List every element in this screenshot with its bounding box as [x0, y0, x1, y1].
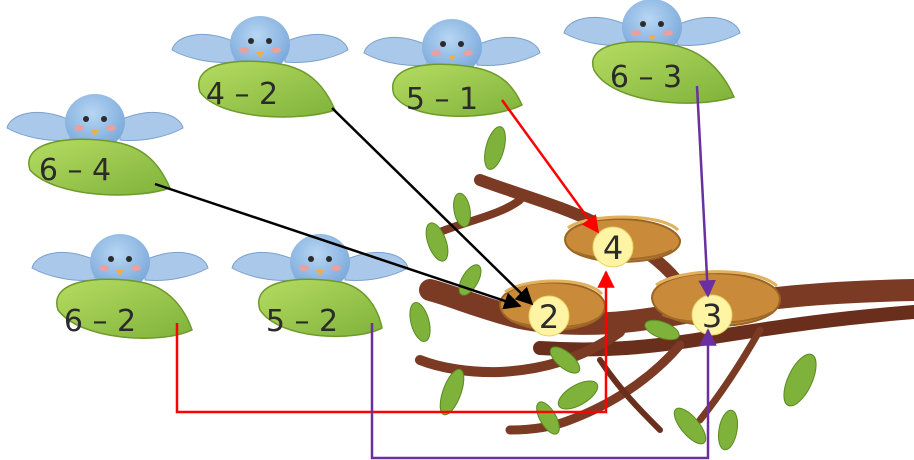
- expr-4-minus-2: 4 – 2: [206, 77, 278, 112]
- leaf-6-minus-3: [591, 40, 736, 104]
- expr-6-minus-2: 6 – 2: [64, 304, 136, 339]
- leaf-4-minus-2: [197, 60, 337, 118]
- bird-5-minus-2: 5 – 2: [231, 234, 409, 339]
- arrow-4-minus-2-to-2: [331, 107, 534, 306]
- nest-label-2: 2: [539, 298, 559, 336]
- leaf-6-minus-4: [28, 138, 172, 196]
- leaf-5-minus-2: [257, 278, 383, 338]
- leaf-5-minus-1: [391, 63, 523, 117]
- bird-6-minus-2: 6 – 2: [31, 234, 209, 339]
- expr-5-minus-1: 5 – 1: [406, 82, 478, 117]
- nest-label-4: 4: [603, 229, 623, 267]
- expr-6-minus-4: 6 – 4: [39, 153, 111, 188]
- bird-4-minus-2: 4 – 2: [171, 16, 349, 118]
- expr-6-minus-3: 6 – 3: [610, 60, 682, 95]
- arrow-6-minus-3-to-3: [695, 85, 716, 298]
- leaf-6-minus-2: [56, 278, 193, 339]
- nest-label-3: 3: [702, 297, 722, 335]
- branch-leaves: [409, 126, 817, 451]
- connector-arrows: [154, 85, 717, 460]
- bird-6-minus-3: 6 – 3: [563, 0, 741, 104]
- nest-3: 3: [650, 270, 782, 336]
- expr-5-minus-2: 5 – 2: [266, 304, 338, 339]
- arrow-5-minus-1-to-4: [500, 99, 600, 234]
- arrow-6-minus-2-to-4: [175, 270, 615, 414]
- bird-6-minus-4: 6 – 4: [6, 94, 184, 196]
- arrow-5-minus-2-to-3: [370, 323, 717, 460]
- arrow-6-minus-4-to-2: [154, 182, 522, 310]
- bird-5-minus-1: 5 – 1: [363, 19, 541, 117]
